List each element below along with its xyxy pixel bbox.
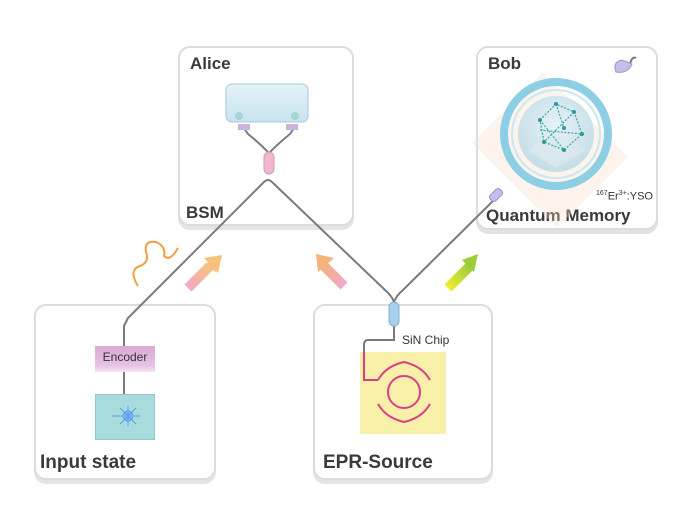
arrow-icon-epr-to-bob	[444, 254, 478, 292]
chip-waveguides	[363, 352, 431, 424]
element-symbol: Er	[607, 190, 619, 203]
ion-charge: 3+	[618, 190, 627, 197]
fiber-epr-to-bob	[393, 197, 497, 303]
detector-icon-bottom	[488, 187, 504, 203]
host-crystal: :YSO	[626, 190, 653, 203]
alice-title: Alice	[190, 54, 231, 73]
photon-wave-icon	[132, 240, 179, 287]
fiber-bsm-upper-left	[243, 127, 269, 153]
laser-icon	[112, 406, 140, 426]
crystal-label: 167Er3+:YSO	[596, 190, 653, 203]
quantum-memory-label: Quantum Memory	[486, 206, 631, 225]
chip-coupler	[388, 301, 400, 327]
beam-splitter-icon	[225, 83, 309, 175]
fiber-bsm-upper-right	[269, 127, 295, 153]
sin-chip	[360, 352, 446, 434]
quantum-memory-device	[472, 72, 628, 228]
fiber-chip-input	[363, 326, 395, 352]
isotope-number: 167	[596, 190, 608, 197]
fiber-epr-to-bsm	[271, 181, 395, 303]
fiber-bob-top	[629, 56, 637, 65]
arrow-icon-input	[184, 255, 222, 292]
encoder-box: Encoder	[95, 346, 155, 372]
input-state-title: Input state	[40, 452, 137, 473]
epr-source-title: EPR-Source	[323, 452, 433, 473]
sin-chip-label: SiN Chip	[402, 333, 450, 347]
detector-icon-top	[614, 59, 633, 73]
optical-fibers	[123, 56, 637, 394]
fiber-input-to-bsm	[123, 179, 273, 346]
bsm-label: BSM	[186, 203, 224, 222]
arrow-icon-epr-to-bsm	[316, 254, 348, 290]
bob-title: Bob	[488, 54, 522, 73]
alice-panel: Alice BSM	[178, 46, 354, 226]
